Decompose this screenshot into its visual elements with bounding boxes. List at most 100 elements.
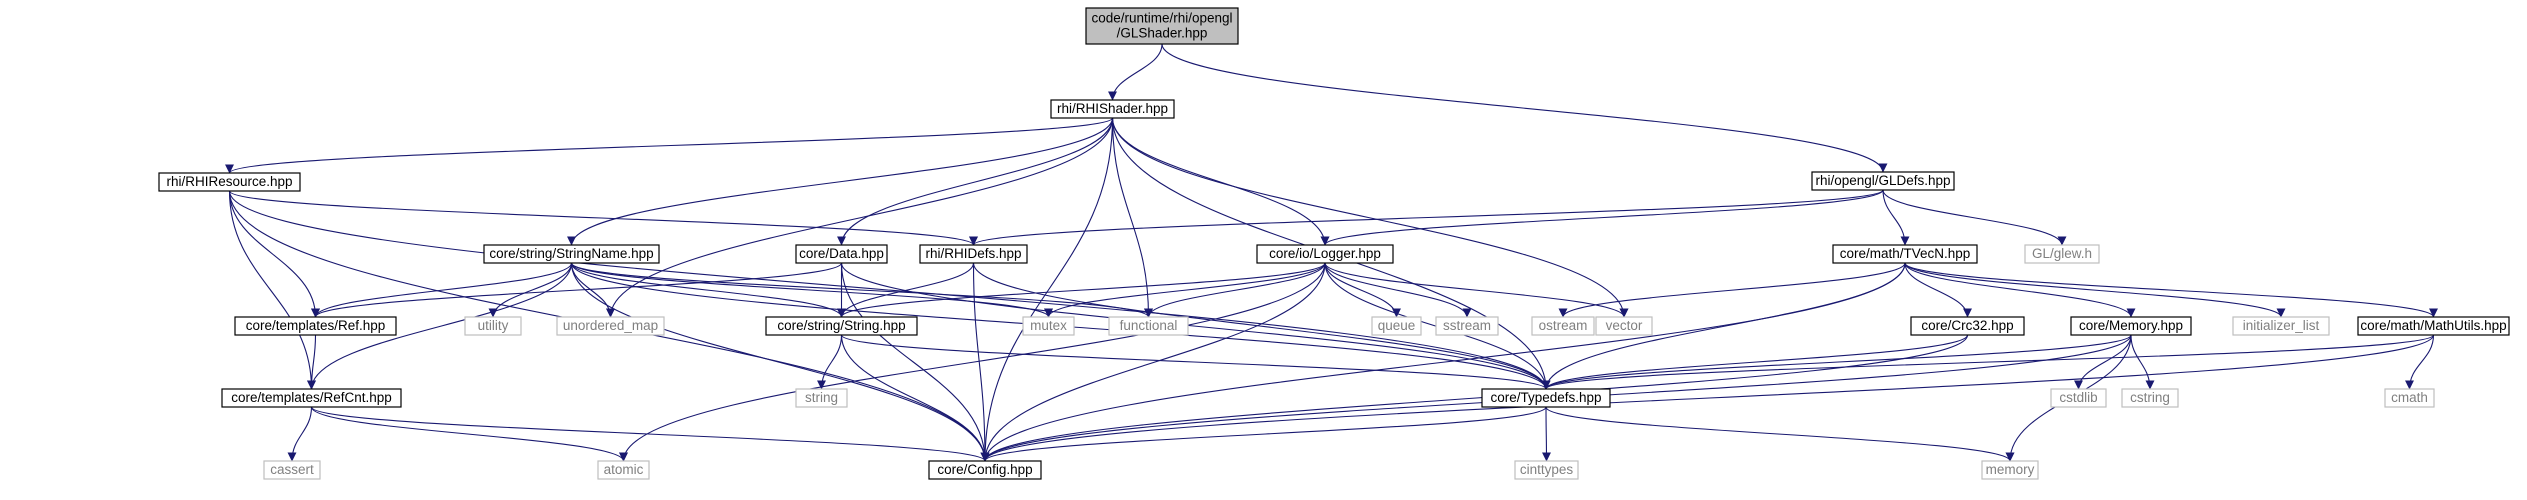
node-box [1108,316,1189,336]
node-utility: utility [464,316,522,336]
edge-tvecn-to-mathutils [1904,262,2438,318]
node-label: core/Typedefs.hpp [1490,390,1601,405]
edge-refcnt-to-atomic [310,406,628,462]
edge-rhishader-to-vector [1111,117,1629,318]
edge-string_hpp-to-config [840,334,990,462]
node-crc32[interactable]: core/Crc32.hpp [1910,316,2025,336]
node-label: rhi/RHIShader.hpp [1057,101,1168,116]
edge-rhiresource-to-rhidefs [228,190,978,246]
node-label: core/string/StringName.hpp [489,246,653,261]
node-mathutils[interactable]: core/math/MathUtils.hpp [2357,316,2510,336]
edge-tvecn-to-initializer_list [1904,262,2286,318]
node-cmath: cmath [2384,388,2435,408]
node-memory-hpp[interactable]: core/Memory.hpp [2070,316,2192,336]
edge-typedefs-to-cinttypes [1541,406,1551,462]
node-label: core/io/Logger.hpp [1269,246,1381,261]
node-label: cassert [270,462,314,477]
node-label: unordered_map [563,318,658,333]
node-box [1531,316,1595,336]
edge-string_hpp-to-typedefs [840,334,1551,390]
node-gldefs[interactable]: rhi/opengl/GLDefs.hpp [1811,171,1955,191]
node-box [1050,99,1175,119]
node-stringname[interactable]: core/string/StringName.hpp [483,244,660,264]
node-initializer-list: initializer_list [2232,316,2330,336]
node-label: /GLShader.hpp [1117,26,1208,41]
node-box [2232,316,2330,336]
node-functional: functional [1108,316,1189,336]
node-box [2384,388,2435,408]
node-label: ostream [1539,318,1588,333]
edge-memory_hpp-to-cstdlib [2074,334,2132,390]
node-label: core/math/MathUtils.hpp [2360,318,2506,333]
node-mutex: mutex [1022,316,1075,336]
node-box [234,316,397,336]
edge-rhiresource-to-ref [228,190,320,318]
edge-memory_hpp-to-typedefs [1541,334,2132,390]
edge-stringname-to-config [570,262,990,462]
edge-logger-to-functional [1144,262,1326,318]
node-label: cmath [2391,390,2428,405]
node-box [483,244,660,264]
edge-data-to-typedefs [840,262,1551,390]
node-rhidefs[interactable]: rhi/RHIDefs.hpp [919,244,1028,264]
edge-rhishader-to-rhiresource [225,117,1114,174]
edge-mathutils-to-cmath [2405,334,2435,390]
edge-crc32-to-typedefs [1541,334,1969,390]
node-atomic: atomic [597,460,650,480]
node-vector: vector [1595,316,1653,336]
edge-rhishader-to-config [980,117,1114,462]
node-sstream: sstream [1435,316,1499,336]
node-label: utility [478,318,509,333]
node-typedefs[interactable]: core/Typedefs.hpp [1481,388,1611,408]
edge-gldefs-to-logger [1320,189,1884,246]
node-cstdlib: cstdlib [2050,388,2107,408]
node-box [1481,388,1611,408]
node-box [1595,316,1653,336]
edge-rhiresource-to-typedefs [228,190,1551,390]
edge-tvecn-to-config [980,262,1906,462]
edge-logger-to-config [980,262,1326,462]
node-string-hpp[interactable]: core/string/String.hpp [765,316,918,336]
edge-logger-to-vector [1324,262,1629,318]
node-label: code/runtime/rhi/opengl [1091,11,1232,26]
edge-string_hpp-to-string_sys [817,334,843,390]
edge-rhishader-to-data [837,117,1114,246]
node-cassert: cassert [263,460,321,480]
edge-stringname-to-refcnt [307,262,573,390]
node-label: core/Crc32.hpp [1921,318,2013,333]
node-root[interactable]: code/runtime/rhi/opengl/GLShader.hpp [1085,7,1239,45]
node-label: core/Config.hpp [937,462,1032,477]
edge-root-to-rhishader [1108,43,1163,101]
node-box [2024,244,2100,264]
node-box [1256,244,1394,264]
edge-data-to-ref [311,262,843,318]
node-label: vector [1606,318,1643,333]
node-data[interactable]: core/Data.hpp [795,244,888,264]
node-label: core/Data.hpp [799,246,884,261]
node-box [2070,316,2192,336]
node-label: initializer_list [2243,318,2320,333]
node-box [1022,316,1075,336]
node-cinttypes: cinttypes [1514,460,1579,480]
edge-rhidefs-to-config [972,262,990,462]
edge-logger-to-string_hpp [837,262,1326,318]
node-refcnt[interactable]: core/templates/RefCnt.hpp [221,388,402,408]
edge-root-to-gldefs [1161,43,1888,173]
edge-typedefs-to-config [980,406,1547,462]
node-box [795,244,888,264]
edge-tvecn-to-memory_hpp [1904,262,2136,318]
node-tvecn[interactable]: core/math/TVecN.hpp [1832,244,1978,264]
node-logger[interactable]: core/io/Logger.hpp [1256,244,1394,264]
edge-rhishader-to-logger [1111,117,1330,246]
node-rhishader[interactable]: rhi/RHIShader.hpp [1050,99,1175,119]
edge-tvecn-to-crc32 [1904,262,1972,318]
node-ref[interactable]: core/templates/Ref.hpp [234,316,397,336]
node-label: core/templates/RefCnt.hpp [231,390,392,405]
node-rhiresource[interactable]: rhi/RHIResource.hpp [158,172,301,192]
edge-typedefs-to-memory_sys [1545,406,2015,462]
node-box [1435,316,1499,336]
node-glew: GL/glew.h [2024,244,2100,264]
node-config[interactable]: core/Config.hpp [928,460,1042,480]
edge-memory_hpp-to-cstring [2130,334,2155,390]
